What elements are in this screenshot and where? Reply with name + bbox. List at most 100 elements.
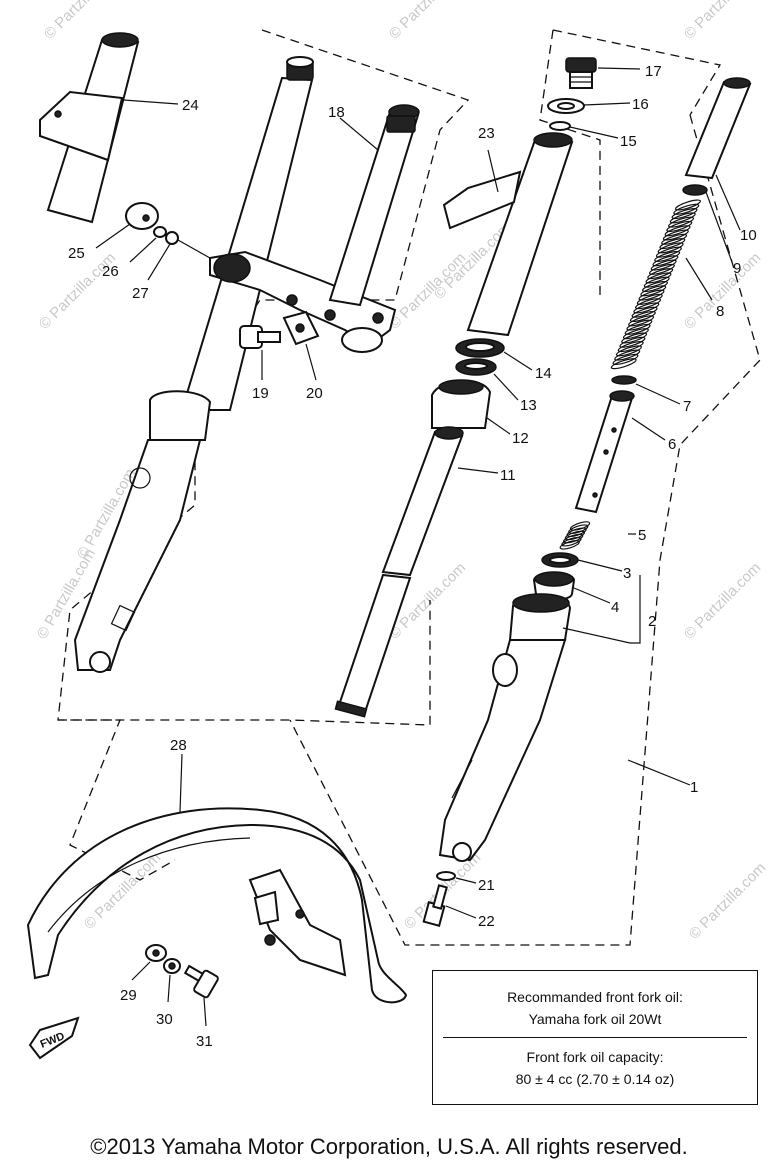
part-12-boot	[431, 379, 492, 429]
leader-15	[569, 126, 619, 139]
outer-tube-1-rim	[512, 593, 570, 613]
steering-stem-nut	[386, 115, 416, 133]
label-9: 9	[733, 260, 741, 277]
spacer-10-top	[723, 77, 751, 89]
spring-8-coil-9	[661, 233, 688, 245]
leader-14	[503, 351, 533, 371]
fwd-arrow-shape	[28, 1016, 80, 1060]
leader-23	[487, 149, 499, 193]
bolt-31-head	[193, 969, 219, 999]
spring-8-coil-22	[638, 289, 665, 301]
left-fork-tube	[180, 76, 314, 411]
spring-8-coil-1	[675, 199, 701, 211]
fender-28-hole-2	[295, 909, 305, 919]
leader-1	[627, 759, 691, 786]
lower-bracket-clamp-right	[341, 327, 383, 353]
washer-26	[153, 226, 167, 238]
clamp-20-hole	[295, 323, 305, 333]
part-labels: 1 2 3 4 5 6 7 8 9 10 11 12 13 14 15 16 1…	[68, 63, 757, 1050]
spring-8-coil-6	[666, 220, 693, 232]
inner-tube-11-ring	[334, 700, 368, 718]
left-fork-boot	[149, 390, 212, 441]
leader-28	[179, 753, 183, 813]
oil-seal-4-top	[534, 571, 574, 587]
label-7: 7	[683, 398, 691, 415]
washer-30-hole	[168, 962, 176, 970]
leader-29	[131, 961, 151, 981]
leader-11	[457, 467, 499, 474]
leader-31	[203, 997, 207, 1027]
spring-8-coil-17	[647, 268, 674, 280]
label-23: 23	[478, 125, 495, 142]
inner-tube-11-lower	[336, 573, 412, 714]
spring-8-coil-25	[633, 302, 660, 314]
inner-tube-11-top	[434, 426, 464, 440]
spring-8-coil-28	[628, 315, 655, 327]
left-fork-boss	[129, 467, 151, 489]
left-fork-cap-top	[286, 56, 314, 68]
leader-13	[493, 373, 519, 401]
leader-25	[95, 223, 131, 249]
part-28-fender	[26, 807, 408, 1004]
spring-8-coil-14	[652, 255, 679, 267]
washer-9	[682, 184, 708, 196]
label-2: 2	[648, 613, 656, 630]
boot-12-top	[438, 379, 484, 395]
leader-12	[486, 417, 511, 435]
label-18: 18	[328, 104, 345, 121]
part-11-inner-tube	[334, 426, 464, 718]
cap-bolt-17-head	[565, 57, 597, 73]
damper-rod-6-top	[609, 390, 635, 402]
part-19-bolt	[239, 325, 281, 349]
part-17-cap-bolt	[565, 57, 597, 89]
leader-17	[597, 67, 641, 70]
part-1-outer-tube	[438, 593, 572, 862]
damper-rod-6	[574, 394, 634, 514]
note-capacity-title: Front fork oil capacity:	[526, 1049, 664, 1065]
outer-tube-1-line	[451, 759, 473, 799]
cushion-25-hole	[142, 214, 150, 222]
note-oil-title: Recommanded front fork oil:	[507, 989, 683, 1005]
lower-bracket-bolt-2	[324, 309, 336, 321]
label-30: 30	[156, 1011, 173, 1028]
leader-8	[685, 257, 713, 301]
spring-8-coil-3	[671, 208, 698, 220]
spring-8-coil-11	[657, 242, 684, 254]
watermark-9: © Partzilla.com	[681, 559, 764, 642]
part-8-spring	[610, 199, 701, 370]
leader-27	[147, 243, 171, 281]
leader-4	[573, 587, 611, 604]
bracket-24-arm	[39, 90, 124, 162]
leader-26	[129, 237, 157, 263]
part-25-cushion	[125, 202, 159, 230]
label-26: 26	[102, 263, 119, 280]
spring-8-coil-7	[664, 225, 691, 237]
spring-8-coil-20	[642, 280, 668, 293]
leader-20	[305, 343, 317, 381]
leader-3	[577, 559, 623, 572]
label-6: 6	[668, 436, 676, 453]
spring-8-coil-29	[626, 319, 653, 331]
label-31: 31	[196, 1033, 213, 1050]
watermark-2: © Partzilla.com	[386, 0, 469, 43]
part-10-spacer	[684, 77, 752, 180]
bolt-19-shank	[257, 331, 281, 343]
fender-28-tab	[253, 890, 280, 926]
spring-8-coil-33	[619, 336, 646, 348]
fork-oil-note: Recommanded front fork oil: Yamaha fork …	[432, 970, 758, 1105]
left-fork-outer	[73, 439, 202, 671]
label-28: 28	[170, 737, 187, 754]
bracket-24-tube-top	[101, 32, 139, 48]
oring-15	[549, 121, 571, 131]
watermark-5: © Partzilla.com	[386, 249, 469, 332]
lower-bracket-bolt-3	[372, 312, 384, 324]
part-5-rebound-spring	[559, 521, 591, 550]
label-20: 20	[306, 385, 323, 402]
label-24: 24	[182, 97, 199, 114]
fender-28-shell	[26, 807, 408, 1004]
outline-fender	[58, 719, 176, 881]
outer-tube-1-axle	[452, 842, 472, 862]
spring-8-coil-34	[617, 341, 644, 353]
steering-stem-tube	[328, 110, 420, 307]
label-15: 15	[620, 133, 637, 150]
